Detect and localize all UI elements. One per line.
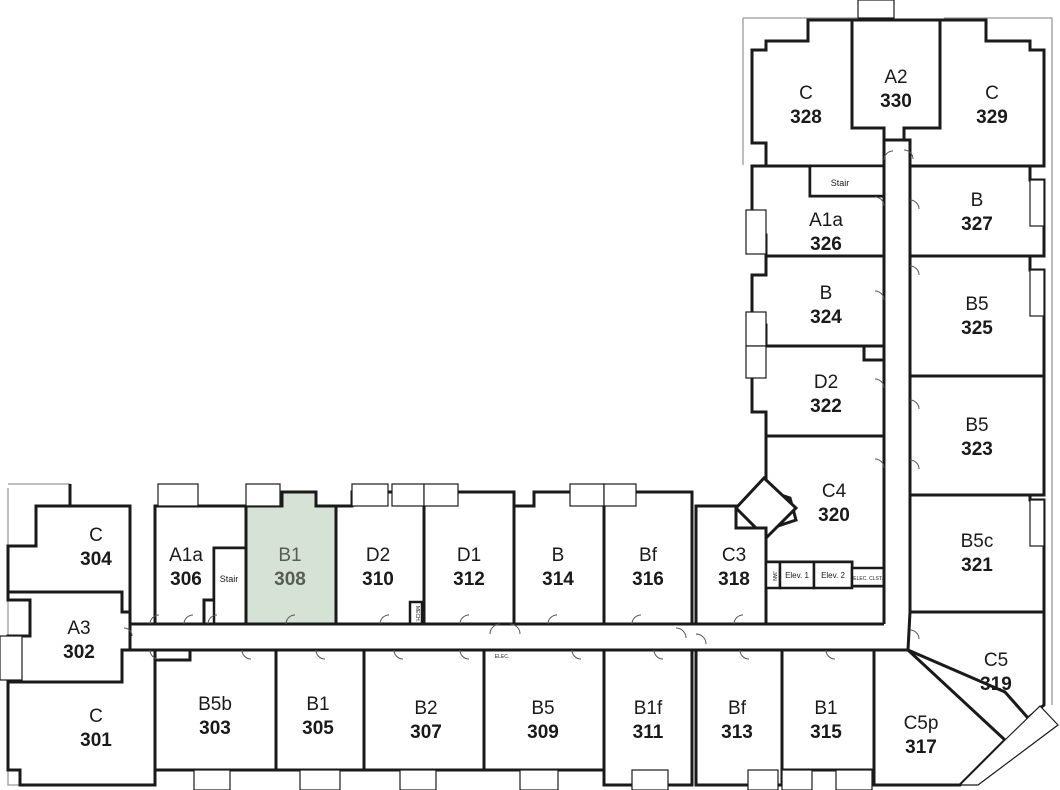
unit-326-type: A1a xyxy=(809,210,843,231)
unit-316-type: Bf xyxy=(639,545,658,566)
unit-320-type: C4 xyxy=(822,481,847,502)
unit-317-number: 317 xyxy=(905,737,937,758)
unit-311-number: 311 xyxy=(633,722,664,743)
unit-312-number: 312 xyxy=(453,569,485,590)
unit-307-number: 307 xyxy=(410,722,442,743)
unit-301-number: 301 xyxy=(80,730,112,751)
mech-label: MECH. xyxy=(414,606,420,622)
unit-304-number: 304 xyxy=(80,549,112,570)
unit-326-number: 326 xyxy=(810,234,842,255)
unit-317-type: C5p xyxy=(904,713,939,734)
unit-319-number: 319 xyxy=(980,674,1012,695)
unit-301[interactable] xyxy=(6,648,157,787)
unit-310-type: D2 xyxy=(366,545,390,566)
stair-north-label: Stair xyxy=(831,178,850,188)
unit-319-type: C5 xyxy=(984,650,1008,671)
stair-west xyxy=(212,546,248,626)
unit-324[interactable] xyxy=(750,254,886,348)
unit-321-type: B5c xyxy=(961,531,994,552)
unit-308-number: 308 xyxy=(274,569,306,590)
elevator-1-label: Elev. 1 xyxy=(785,571,809,580)
unit-330-type: A2 xyxy=(884,67,907,88)
unit-322-type: D2 xyxy=(814,372,838,393)
unit-328-type: C xyxy=(799,83,813,104)
unit-325[interactable] xyxy=(908,254,1046,378)
unit-318-number: 318 xyxy=(718,569,750,590)
unit-324-number: 324 xyxy=(810,307,842,328)
unit-322-number: 322 xyxy=(810,396,842,417)
unit-305-type: B1 xyxy=(306,694,329,715)
unit-309-number: 309 xyxy=(527,722,559,743)
unit-306-number: 306 xyxy=(170,569,202,590)
unit-325-number: 325 xyxy=(961,318,993,339)
unit-315-type: B1 xyxy=(814,698,837,719)
unit-302-type: A3 xyxy=(67,618,90,639)
unit-328-number: 328 xyxy=(790,107,822,128)
unit-302-number: 302 xyxy=(63,642,95,663)
unit-316-number: 316 xyxy=(632,569,664,590)
elec-label: ELEC. xyxy=(495,654,509,660)
unit-313-type: Bf xyxy=(728,698,747,719)
unit-329-number: 329 xyxy=(976,107,1008,128)
unit-301-type: C xyxy=(89,706,103,727)
unit-320-number: 320 xyxy=(818,505,850,526)
corridor-south xyxy=(130,624,910,650)
unit-310-number: 310 xyxy=(362,569,394,590)
unit-323-number: 323 xyxy=(961,439,993,460)
unit-327-number: 327 xyxy=(961,214,993,235)
unit-306-type: A1a xyxy=(169,545,203,566)
elec-closet-label: ELEC. CLST. xyxy=(853,576,882,582)
unit-308-type: B1 xyxy=(278,545,301,566)
corridor-walls xyxy=(130,166,912,652)
unit-311-type: B1f xyxy=(634,698,663,719)
corridor-east xyxy=(884,140,910,650)
unit-304-type: C xyxy=(89,525,103,546)
stair-north xyxy=(808,164,886,198)
unit-329-type: C xyxy=(985,83,999,104)
shaft-322 xyxy=(862,344,886,362)
janitor-label: JAN xyxy=(771,571,777,581)
unit-318-type: C3 xyxy=(722,545,746,566)
unit-329[interactable] xyxy=(902,18,1046,168)
unit-323-type: B5 xyxy=(965,415,988,436)
unit-321[interactable] xyxy=(908,493,1046,614)
unit-327[interactable] xyxy=(908,164,1046,258)
unit-327-type: B xyxy=(971,190,984,211)
unit-307-type: B2 xyxy=(414,698,437,719)
stair-west-label: Stair xyxy=(220,574,239,584)
elevator-1[interactable] xyxy=(778,560,816,590)
unit-303-number: 303 xyxy=(199,718,231,739)
door-swings xyxy=(123,149,920,660)
unit-305-number: 305 xyxy=(302,718,334,739)
unit-325-type: B5 xyxy=(965,294,988,315)
unit-314-type: B xyxy=(552,545,565,566)
unit-321-number: 321 xyxy=(961,555,993,576)
unit-313-number: 313 xyxy=(721,722,753,743)
unit-312-type: D1 xyxy=(457,545,481,566)
unit-314-number: 314 xyxy=(542,569,574,590)
unit-309-type: B5 xyxy=(531,698,554,719)
unit-330-number: 330 xyxy=(880,91,912,112)
bay-317 xyxy=(958,705,1059,786)
unit-324-type: B xyxy=(820,283,833,304)
unit-315-number: 315 xyxy=(810,722,842,743)
elevator-2-label: Elev. 2 xyxy=(821,571,845,580)
unit-303-type: B5b xyxy=(198,694,232,715)
